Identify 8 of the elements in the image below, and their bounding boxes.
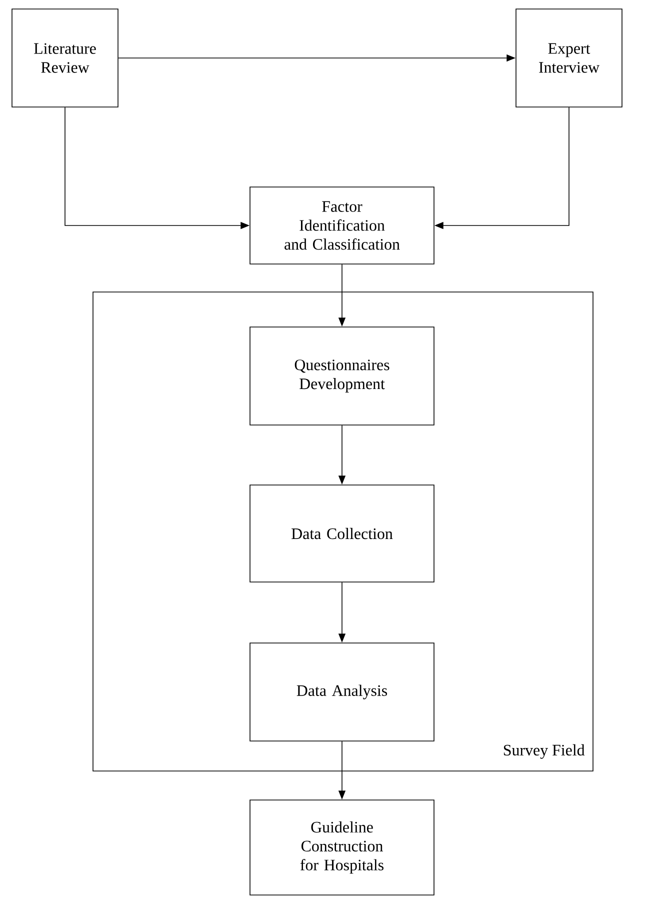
process-box: Data Collection: [250, 484, 434, 582]
process-box: Factor Identification and Classification: [250, 186, 434, 264]
process-box: Expert Interview: [516, 8, 622, 108]
process-box: Data Analysis: [250, 642, 434, 742]
process-box: Literature Review: [12, 8, 118, 108]
container-label: Survey Field: [504, 744, 585, 759]
process-box: Questionnaires Development: [250, 326, 434, 426]
process-box: Guideline Construction for Hospitals: [250, 800, 434, 896]
